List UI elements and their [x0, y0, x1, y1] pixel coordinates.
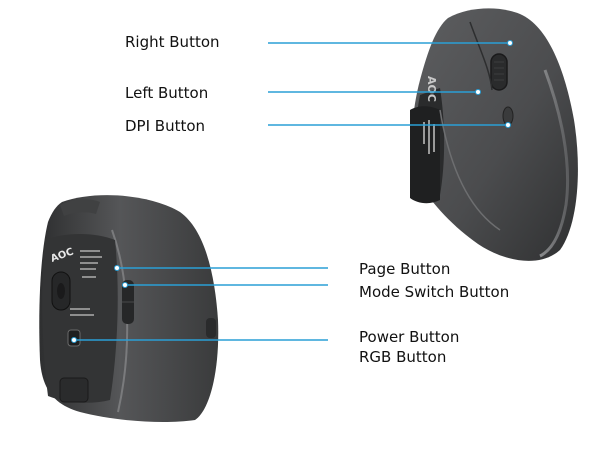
callout-dot-right-button	[507, 40, 513, 46]
mouse-top-shelf	[439, 109, 501, 231]
mouse-top-shell	[412, 8, 578, 261]
label-mode-switch-button: Mode Switch Button	[359, 283, 510, 301]
rear-grip	[206, 318, 216, 338]
callout-dot-dpi-button	[505, 122, 511, 128]
battery-cover	[59, 377, 89, 403]
bottom-label-printing	[70, 250, 102, 316]
scroll-wheel	[490, 53, 508, 91]
callout-dot-power-button	[71, 337, 77, 343]
label-left-button: Left Button	[125, 84, 209, 102]
optical-sensor-lens	[57, 283, 65, 299]
label-page-button: Page Button	[359, 260, 451, 278]
callouts	[74, 42, 510, 341]
label-rgb-button: RGB Button	[359, 348, 447, 366]
mouse-top-view: AOC	[410, 8, 578, 261]
callout-dot-mode-switch-button	[122, 282, 128, 288]
logo-aoc-top: AOC	[425, 76, 438, 102]
mouse-top-rim	[539, 69, 570, 258]
callout-dot-left-button	[475, 89, 481, 95]
label-power-button: Power Button	[359, 328, 460, 346]
mouse-bottom-top-cap	[60, 199, 100, 216]
mouse-top-side-panel	[410, 106, 440, 204]
mouse-bottom-view: AOC	[39, 195, 219, 423]
top-label-printing	[423, 120, 435, 154]
label-right-button: Right Button	[125, 33, 220, 51]
mouse-top-button-split	[469, 21, 493, 91]
scroll-wheel-ridges	[494, 61, 504, 81]
callout-dot-page-button	[114, 265, 120, 271]
callout-dots	[71, 40, 513, 343]
label-dpi-button: DPI Button	[125, 117, 206, 135]
